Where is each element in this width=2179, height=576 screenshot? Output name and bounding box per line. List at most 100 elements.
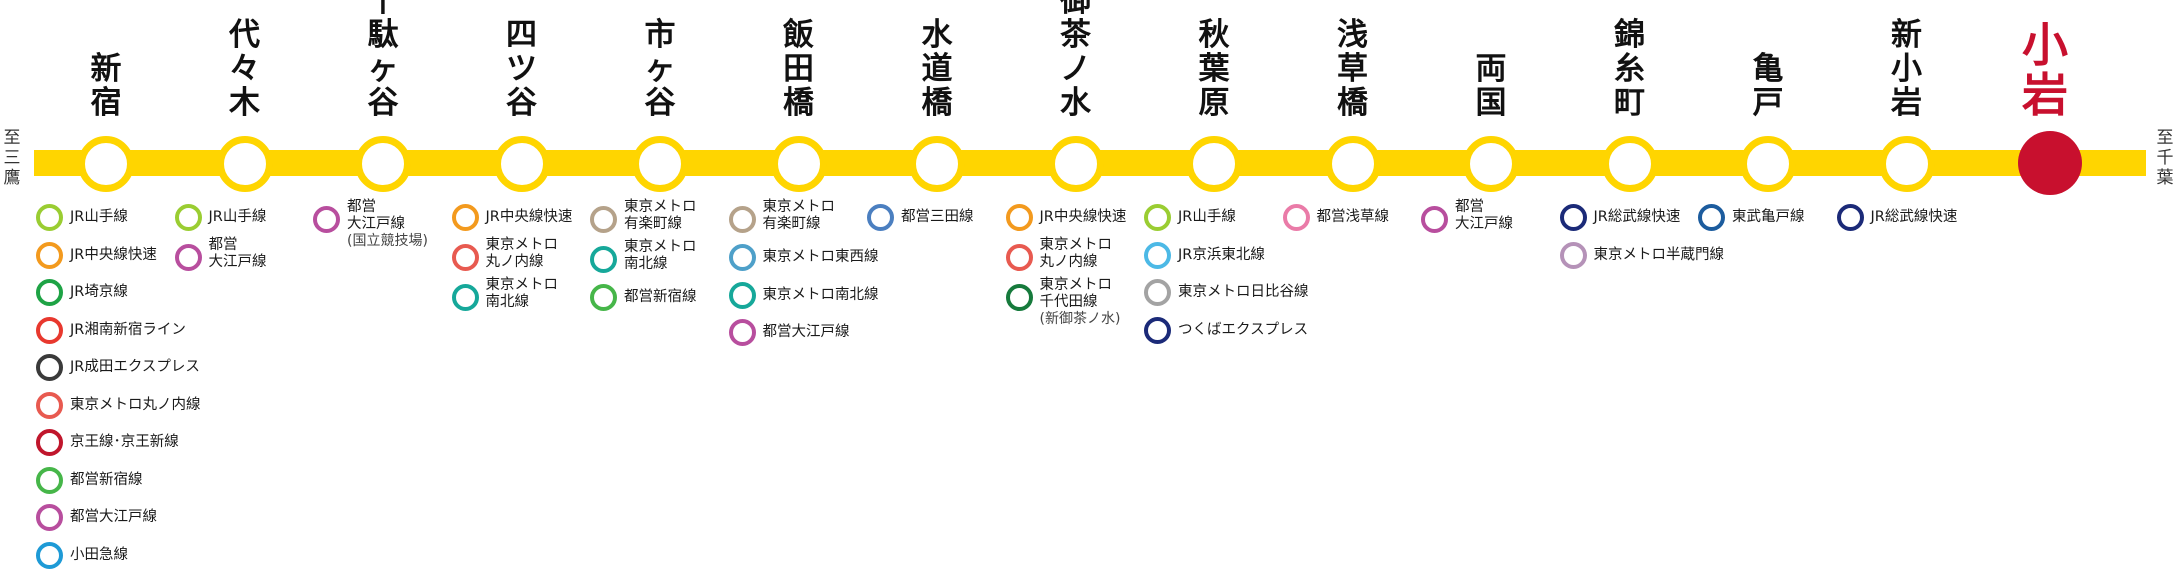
transfer-label-line: JR総武線快速 (1593, 209, 1681, 225)
station-name-char: 橋 (921, 85, 953, 121)
transfer-label: 都営大江戸線(国立競技場) (347, 199, 428, 250)
station-name-char: 小 (1891, 51, 1922, 87)
station-name: 亀戸 (1698, 0, 1838, 120)
station-name-char: ヶ (367, 51, 399, 87)
station-marker (1186, 136, 1242, 192)
transfer-note: (新御茶ノ水) (1039, 310, 1121, 327)
transfer-line: 都営新宿線 (36, 466, 176, 497)
transfer-line: JR成田エクスプレス (36, 354, 200, 384)
transfer-line: JR埼京線 (36, 279, 176, 309)
transfer-label-line: 丸ノ内線 (1039, 253, 1098, 270)
transfer-label: 都営大江戸線 (70, 509, 157, 526)
transfer-label: 都営大江戸線 (763, 324, 850, 341)
transfer-label-line: JR山手線 (70, 209, 128, 225)
station-name-char: 錦 (1614, 17, 1645, 53)
station-name-char: 糸 (1614, 51, 1645, 87)
transfer-line: JR総武線快速 (1836, 204, 1977, 234)
transfer-label: 東京メトロ東西線 (763, 249, 879, 266)
transfer-label-line: 都営 (347, 199, 376, 215)
transfer-label: JR総武線快速 (1871, 209, 1958, 226)
line-ring-icon (36, 466, 63, 494)
transfer-label-line: JR山手線 (1178, 209, 1236, 225)
station-name-char: 四 (506, 17, 537, 53)
station-name-char: 葉 (1198, 51, 1230, 87)
transfer-label: 東京メトロ半蔵門線 (1594, 247, 1725, 264)
line-ring-icon (1144, 279, 1171, 306)
transfer-label-line: 東京メトロ丸ノ内線 (70, 396, 201, 413)
transfer-line: 東武亀戸線 (1698, 204, 1838, 234)
transfer-label-line: 千代田線 (1039, 293, 1098, 310)
transfer-label: JR中央線快速 (486, 209, 573, 226)
station-marker (1324, 136, 1381, 192)
station-marker (1463, 136, 1519, 192)
line-ring-icon (36, 204, 63, 231)
station-name-char: 茶 (1060, 17, 1091, 53)
transfer-line: つくばエクスプレス (1144, 316, 1308, 347)
transfer-label: 東京メトロ千代田線(新御茶ノ水) (1040, 277, 1121, 328)
transfer-line: JR京浜東北線 (1144, 241, 1284, 272)
transfer-label-line: 東京メトロ (624, 239, 697, 255)
station-name-char: 新 (1891, 17, 1922, 53)
transfer-label-line: 大江戸線 (1455, 216, 1513, 232)
station-marker (355, 136, 411, 192)
transfer-label-line: JR中央線快速 (1039, 209, 1127, 225)
station-name-char: 千 (367, 0, 399, 19)
station-name-char: 小 (2022, 18, 2068, 72)
line-ring-icon (313, 206, 340, 233)
station-name-char: 道 (921, 51, 953, 87)
line-ring-icon (174, 243, 202, 271)
transfer-line: 東京メトロ丸ノ内線 (451, 237, 592, 276)
transfer-label-line: 都営三田線 (901, 209, 974, 225)
line-ring-icon (590, 284, 617, 311)
transfer-label: JR中央線快速 (1040, 209, 1127, 226)
station-name-char: 両 (1475, 51, 1507, 87)
line-ring-icon (728, 206, 756, 233)
transfer-line: 京王線･京王新線 (36, 429, 179, 459)
line-ring-icon (590, 246, 617, 273)
station-name: 代々木 (175, 0, 315, 120)
line-ring-icon (1144, 241, 1171, 269)
transfer-label-line: 都営大江戸線 (70, 509, 157, 525)
station-name-char: 秋 (1198, 17, 1230, 53)
transfer-label-line: JR成田エクスプレス (70, 359, 200, 375)
transfer-line: JR山手線 (1144, 204, 1284, 234)
transfer-label: 東武亀戸線 (1732, 209, 1805, 226)
transfer-label-line: JR中央線快速 (70, 246, 157, 263)
line-ring-icon (451, 204, 479, 231)
line-ring-icon (451, 243, 479, 271)
station-name: 飯田橋 (729, 0, 869, 120)
station-marker (632, 136, 688, 192)
station-name: 錦糸町 (1560, 0, 1700, 120)
station-name-char: 田 (783, 51, 814, 87)
transfer-label-line: JR中央線快速 (485, 209, 573, 225)
station-name-char: 草 (1337, 51, 1368, 87)
transfer-label: 東京メトロ丸ノ内線 (1040, 237, 1113, 271)
transfer-note: (国立競技場) (347, 233, 428, 249)
station-name-char: 飯 (783, 17, 814, 53)
station-name-char: 原 (1198, 85, 1230, 121)
transfer-label-line: JR湘南新宿ライン (70, 321, 186, 338)
transfer-line: JR中央線快速 (1005, 204, 1146, 234)
line-ring-icon (1005, 283, 1033, 311)
transfer-line: 東京メトロ南北線 (451, 277, 592, 316)
transfer-label: 東京メトロ有楽町線 (763, 199, 836, 233)
station-name-char: 木 (229, 85, 260, 121)
transfer-label-line: 東京メトロ半蔵門線 (1593, 246, 1725, 263)
terminus-char: 千 (2156, 148, 2174, 168)
line-ring-icon (1698, 204, 1725, 231)
transfer-label: 小田急線 (70, 547, 128, 564)
station-name: 市ヶ谷 (590, 0, 730, 120)
transfer-label-line: 大江戸線 (208, 253, 267, 270)
station-name-char: 亀 (1752, 51, 1784, 87)
transfer-label: 東京メトロ南北線 (763, 287, 879, 304)
line-ring-icon (728, 319, 756, 346)
transfer-label: 都営新宿線 (624, 289, 697, 306)
transfer-label-line: 東京メトロ日比谷線 (1178, 284, 1309, 300)
station-name-char: 代 (229, 17, 260, 53)
transfer-label: 都営浅草線 (1317, 209, 1390, 226)
transfer-line: JR中央線快速 (36, 241, 176, 272)
line-ring-icon (1421, 206, 1448, 233)
transfer-label: 東京メトロ日比谷線 (1178, 284, 1309, 301)
transfer-label: 東京メトロ有楽町線 (624, 199, 697, 233)
